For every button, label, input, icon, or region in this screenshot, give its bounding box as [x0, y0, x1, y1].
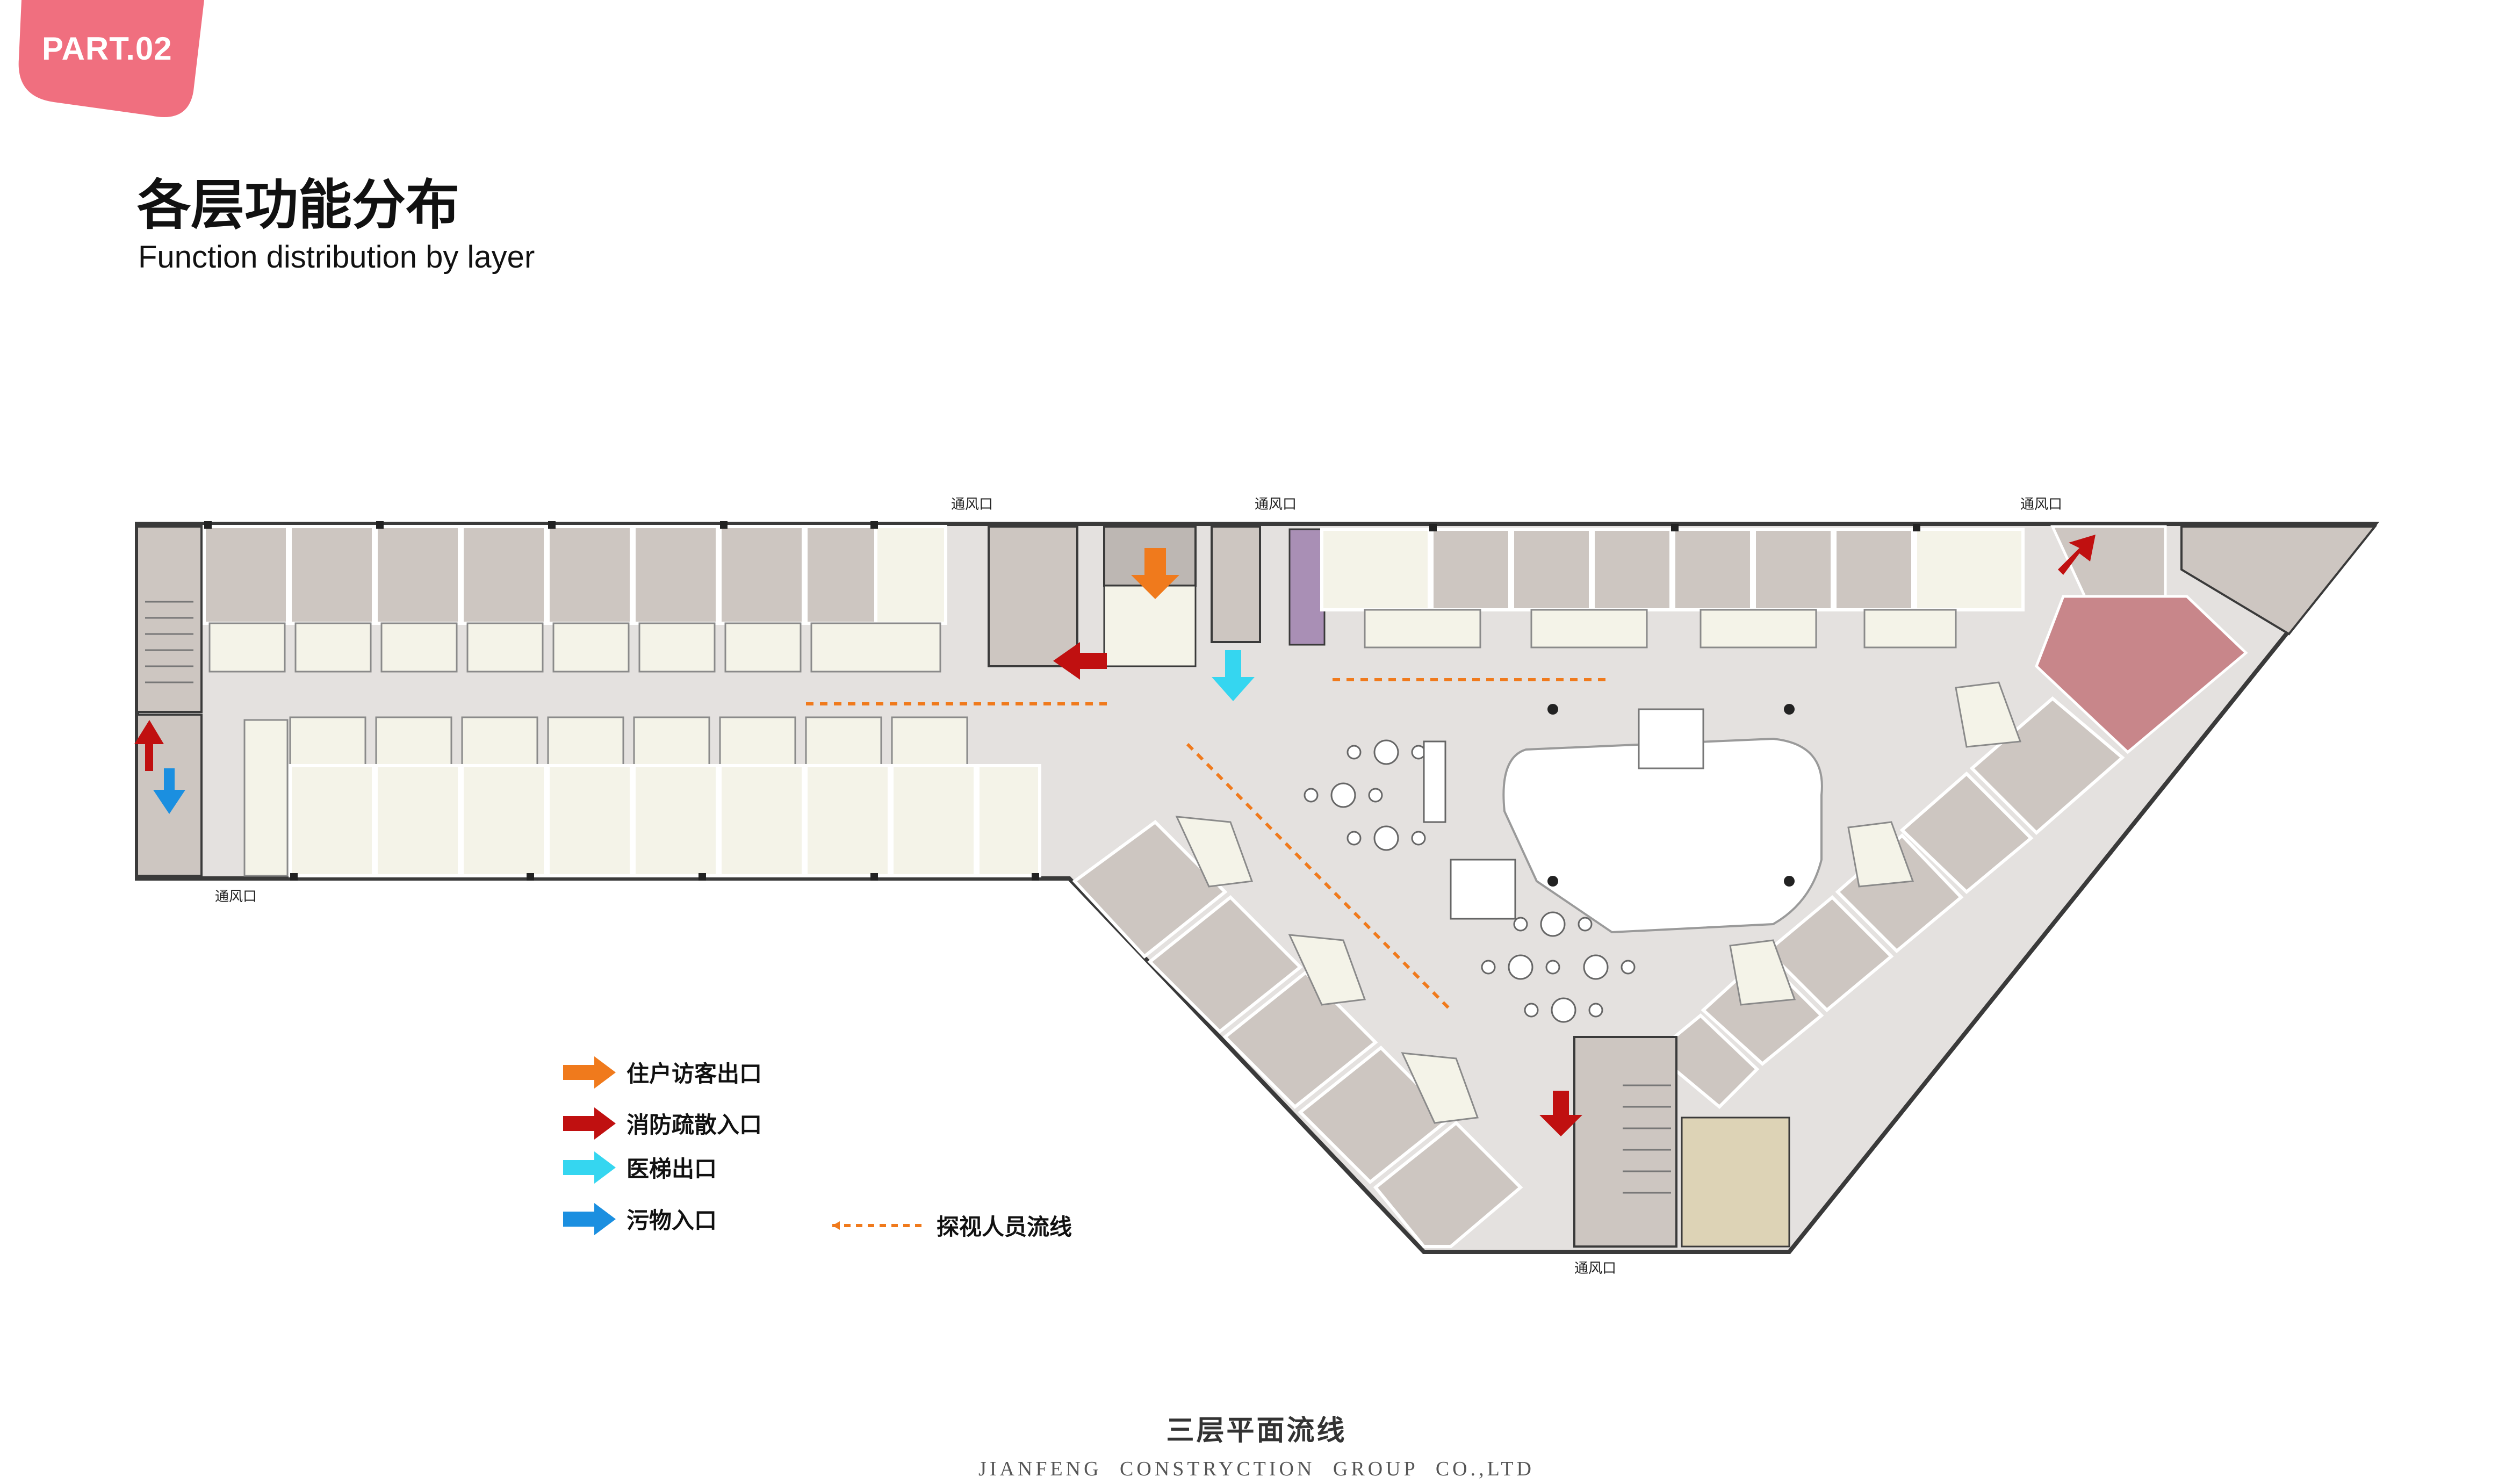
legend-item-fire-entry: 消防疏散入口	[563, 1107, 762, 1140]
resident-exit-arrow	[1131, 548, 1179, 599]
page-title: 各层功能分布	[137, 174, 459, 236]
legend-item-medical-lift: 医梯出口	[563, 1151, 717, 1184]
diagonal-bathrooms	[1175, 681, 2022, 1124]
atrium-void	[1502, 737, 1823, 934]
waste-entry-arrow-left	[153, 768, 185, 814]
bottom-core	[1573, 1036, 1790, 1248]
fire-entry-arrow-left	[134, 720, 164, 771]
fire-entry-arrow-core	[1053, 642, 1107, 680]
dashed-line-icon	[832, 1221, 925, 1230]
legend-label: 消防疏散入口	[627, 1112, 762, 1138]
building-footprint	[135, 522, 2380, 1254]
lounge-furniture	[1304, 739, 1636, 1023]
cyan-arrow-icon	[563, 1151, 616, 1184]
legend-item-visitor-flow: 探视人员流线	[830, 1209, 1072, 1242]
atrium-lift	[1638, 708, 1704, 769]
legend-label: 医梯出口	[627, 1156, 717, 1182]
vent-label: 通风口	[2020, 496, 2063, 513]
right-diagonal-rooms	[1652, 696, 2125, 1110]
red-arrow-icon	[563, 1107, 616, 1140]
medical-lift-arrow	[1212, 650, 1255, 701]
visitor-flow-lines	[806, 678, 1612, 1012]
badge-shape	[18, 0, 205, 117]
right-upper-rooms	[1320, 528, 2025, 611]
vent-label: 通风口	[1255, 496, 1297, 513]
company-name: JIANFENG CONSTRYCTION GROUP CO.,LTD	[978, 1458, 1535, 1480]
legend-item-resident-exit: 住户访客出口	[563, 1056, 762, 1089]
part-badge	[18, 0, 205, 117]
legend-label: 探视人员流线	[937, 1214, 1072, 1240]
fire-entry-arrow-right	[2058, 535, 2096, 575]
badge-label: PART.02	[42, 31, 172, 67]
vent-label: 通风口	[215, 889, 257, 905]
right-upper-bathrooms	[1364, 609, 1957, 649]
fire-entry-arrow-bottom	[1539, 1091, 1582, 1136]
left-lower-bathrooms	[289, 716, 968, 767]
left-upper-rooms	[203, 525, 947, 625]
left-diagonal-rooms	[1072, 820, 1523, 1248]
left-lower-rooms	[289, 764, 1041, 877]
orange-arrow-icon	[563, 1056, 616, 1089]
blue-arrow-icon	[563, 1202, 616, 1235]
plan-arrows	[134, 535, 2096, 1136]
page-subtitle: Function distribution by layer	[138, 240, 535, 275]
vent-label: 通风口	[1574, 1260, 1617, 1277]
legend-label: 污物入口	[627, 1207, 717, 1234]
vent-label: 通风口	[951, 496, 993, 513]
legend-label: 住户访客出口	[627, 1061, 762, 1087]
left-upper-bathrooms	[208, 622, 941, 673]
structural-columns	[204, 521, 1920, 887]
legend-item-waste-entry: 污物入口	[563, 1202, 717, 1235]
plan-caption: 三层平面流线	[1166, 1414, 1347, 1447]
right-stair-core	[2180, 525, 2378, 636]
